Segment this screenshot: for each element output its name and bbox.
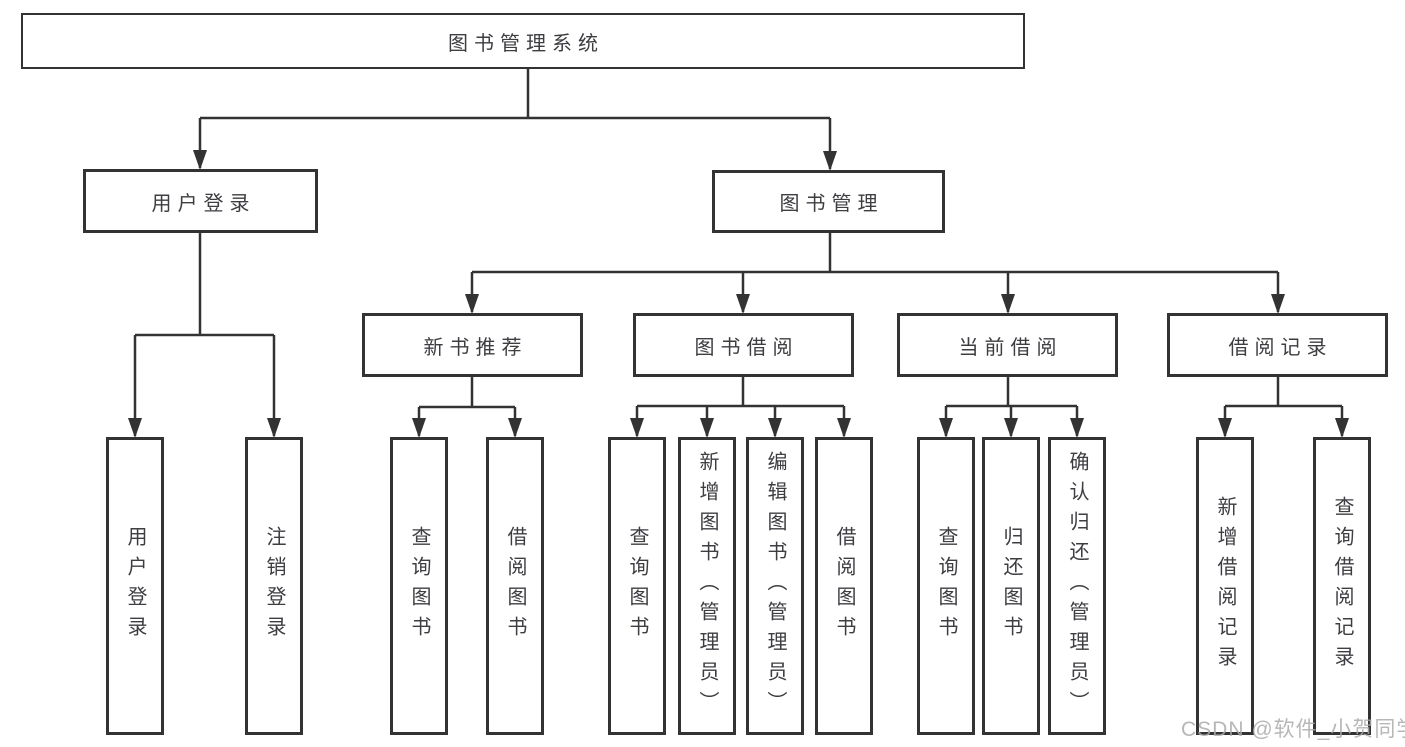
node-label: 查询图书 bbox=[408, 526, 430, 646]
node-user-login: 用户登录 bbox=[83, 169, 318, 233]
csdn-watermark: CSDN @软件_小贺同学 bbox=[1181, 718, 1405, 741]
node-book-borrowing: 图书借阅 bbox=[633, 313, 854, 377]
leaf-borrowing-borrow-book: 借阅图书 bbox=[815, 437, 873, 735]
node-label: 查询图书 bbox=[935, 526, 957, 646]
connector-root-trunk bbox=[200, 68, 830, 120]
node-label: 新增借阅记录 bbox=[1214, 496, 1236, 676]
leaf-borrowing-query-book: 查询图书 bbox=[608, 437, 666, 735]
leaf-return-book: 归还图书 bbox=[982, 437, 1040, 735]
node-root-system: 图书管理系统 bbox=[21, 13, 1025, 69]
node-label: 查询借阅记录 bbox=[1331, 496, 1353, 676]
node-label: 借阅图书 bbox=[504, 526, 526, 646]
node-label: 确认归还（管理员） bbox=[1066, 451, 1088, 721]
node-label: 编辑图书（管理员） bbox=[764, 451, 786, 721]
connector-current-borrow-trunk bbox=[946, 377, 1077, 408]
leaf-current-query-book: 查询图书 bbox=[917, 437, 975, 735]
node-label: 当前借阅 bbox=[958, 336, 1063, 359]
node-label: 借阅图书 bbox=[833, 526, 855, 646]
leaf-query-borrow-record: 查询借阅记录 bbox=[1313, 437, 1371, 735]
node-label: 归还图书 bbox=[1000, 526, 1022, 646]
node-label: 新书推荐 bbox=[423, 336, 528, 359]
node-borrowing-records: 借阅记录 bbox=[1167, 313, 1388, 377]
node-label: 新增图书（管理员） bbox=[696, 451, 718, 721]
node-label: 用户登录 bbox=[124, 526, 146, 646]
node-book-management: 图书管理 bbox=[712, 170, 945, 233]
leaf-recommend-query-book: 查询图书 bbox=[390, 437, 448, 735]
connector-user-login-trunk bbox=[135, 233, 274, 337]
node-label: 查询图书 bbox=[626, 526, 648, 646]
connector-borrow-records-trunk bbox=[1225, 377, 1342, 408]
node-label: 图书管理系统 bbox=[448, 32, 604, 55]
leaf-recommend-borrow-book: 借阅图书 bbox=[486, 437, 544, 735]
node-label: 图书管理 bbox=[779, 193, 884, 215]
leaf-add-borrow-record: 新增借阅记录 bbox=[1196, 437, 1254, 735]
node-new-book-recommend: 新书推荐 bbox=[362, 313, 583, 377]
node-label: 图书借阅 bbox=[694, 336, 799, 359]
connector-book-mgmt-trunk bbox=[472, 233, 1278, 274]
node-current-borrowing: 当前借阅 bbox=[897, 313, 1118, 377]
node-label: 借阅记录 bbox=[1228, 336, 1333, 359]
node-label: 用户登录 bbox=[151, 192, 256, 215]
leaf-user-login: 用户登录 bbox=[106, 437, 164, 735]
connector-book-borrow-trunk bbox=[637, 377, 844, 408]
connector-new-book-rec-trunk bbox=[419, 377, 515, 409]
leaf-logout: 注销登录 bbox=[245, 437, 303, 735]
node-label: 注销登录 bbox=[263, 526, 285, 646]
leaf-add-book-admin: 新增图书（管理员） bbox=[678, 437, 736, 735]
leaf-confirm-return-admin: 确认归还（管理员） bbox=[1048, 437, 1106, 735]
leaf-edit-book-admin: 编辑图书（管理员） bbox=[746, 437, 804, 735]
